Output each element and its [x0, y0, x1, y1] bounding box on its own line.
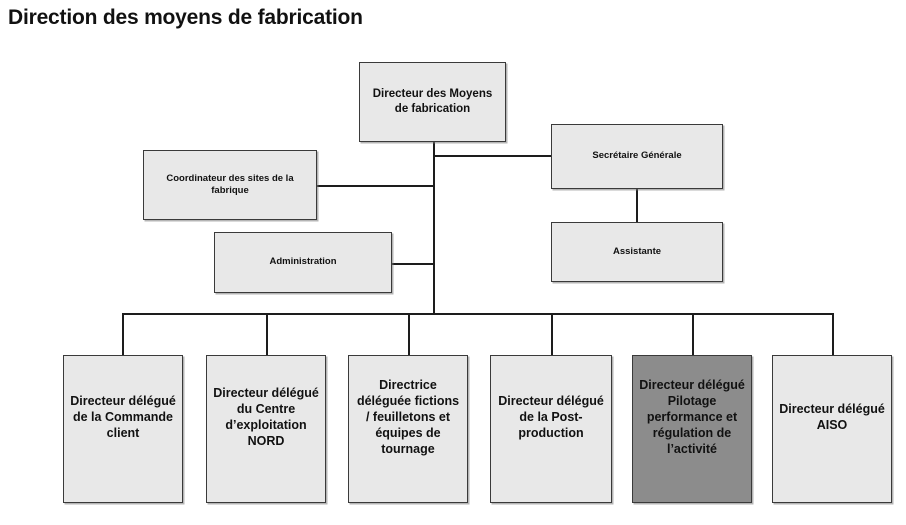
node-directeur-delegue-pilotage-performance[interactable]: Directeur délégué Pilotage performance e…	[632, 355, 752, 503]
connector-drop-leaf6	[832, 313, 834, 355]
connector-drop-leaf3	[408, 313, 410, 355]
node-directeur-delegue-post-production[interactable]: Directeur délégué de la Post-production	[490, 355, 612, 503]
connector-root-trunk	[433, 141, 435, 314]
node-label: Directeur délégué de la Post-production	[498, 394, 604, 440]
node-directeur-des-moyens-de-fabrication[interactable]: Directeur des Moyens de fabrication	[359, 62, 506, 142]
node-label: Assistante	[612, 245, 662, 257]
node-directrice-deleguee-fictions-feuilletons[interactable]: Directrice déléguée fictions / feuilleto…	[348, 355, 468, 503]
node-label: Directeur délégué de la Commande client	[70, 394, 176, 440]
connector-secretaire-to-assistante	[636, 188, 638, 223]
connector-drop-leaf5	[692, 313, 694, 355]
node-label: Directeur délégué Pilotage performance e…	[639, 378, 745, 456]
connector-root-to-secretaire	[433, 155, 552, 157]
node-label: Secrétaire Générale	[592, 150, 682, 162]
node-administration[interactable]: Administration	[214, 232, 392, 293]
connector-drop-leaf1	[122, 313, 124, 355]
connector-drop-leaf4	[551, 313, 553, 355]
node-label: Coordinateur des sites de la fabrique	[166, 172, 294, 196]
connector-root-to-administration	[391, 263, 434, 265]
node-assistante[interactable]: Assistante	[551, 222, 723, 282]
node-directeur-delegue-aiso[interactable]: Directeur délégué AISO	[772, 355, 892, 503]
node-label: Administration	[269, 256, 337, 268]
node-coordinateur-des-sites-de-la-fabrique[interactable]: Coordinateur des sites de la fabrique	[143, 150, 317, 220]
node-label: Directrice déléguée fictions / feuilleto…	[356, 378, 460, 456]
connector-drop-leaf2	[266, 313, 268, 355]
node-directeur-delegue-commande-client[interactable]: Directeur délégué de la Commande client	[63, 355, 183, 503]
node-label: Directeur délégué AISO	[779, 402, 885, 432]
page-title: Direction des moyens de fabrication	[8, 6, 363, 29]
node-directeur-delegue-centre-exploitation-nord[interactable]: Directeur délégué du Centre d’exploitati…	[206, 355, 326, 503]
connector-root-to-coordinateur	[316, 185, 434, 187]
node-secretaire-generale[interactable]: Secrétaire Générale	[551, 124, 723, 189]
node-label: Directeur délégué du Centre d’exploitati…	[213, 386, 319, 448]
connector-leaf-bus	[122, 313, 833, 315]
node-label: Directeur des Moyens de fabrication	[372, 88, 493, 115]
